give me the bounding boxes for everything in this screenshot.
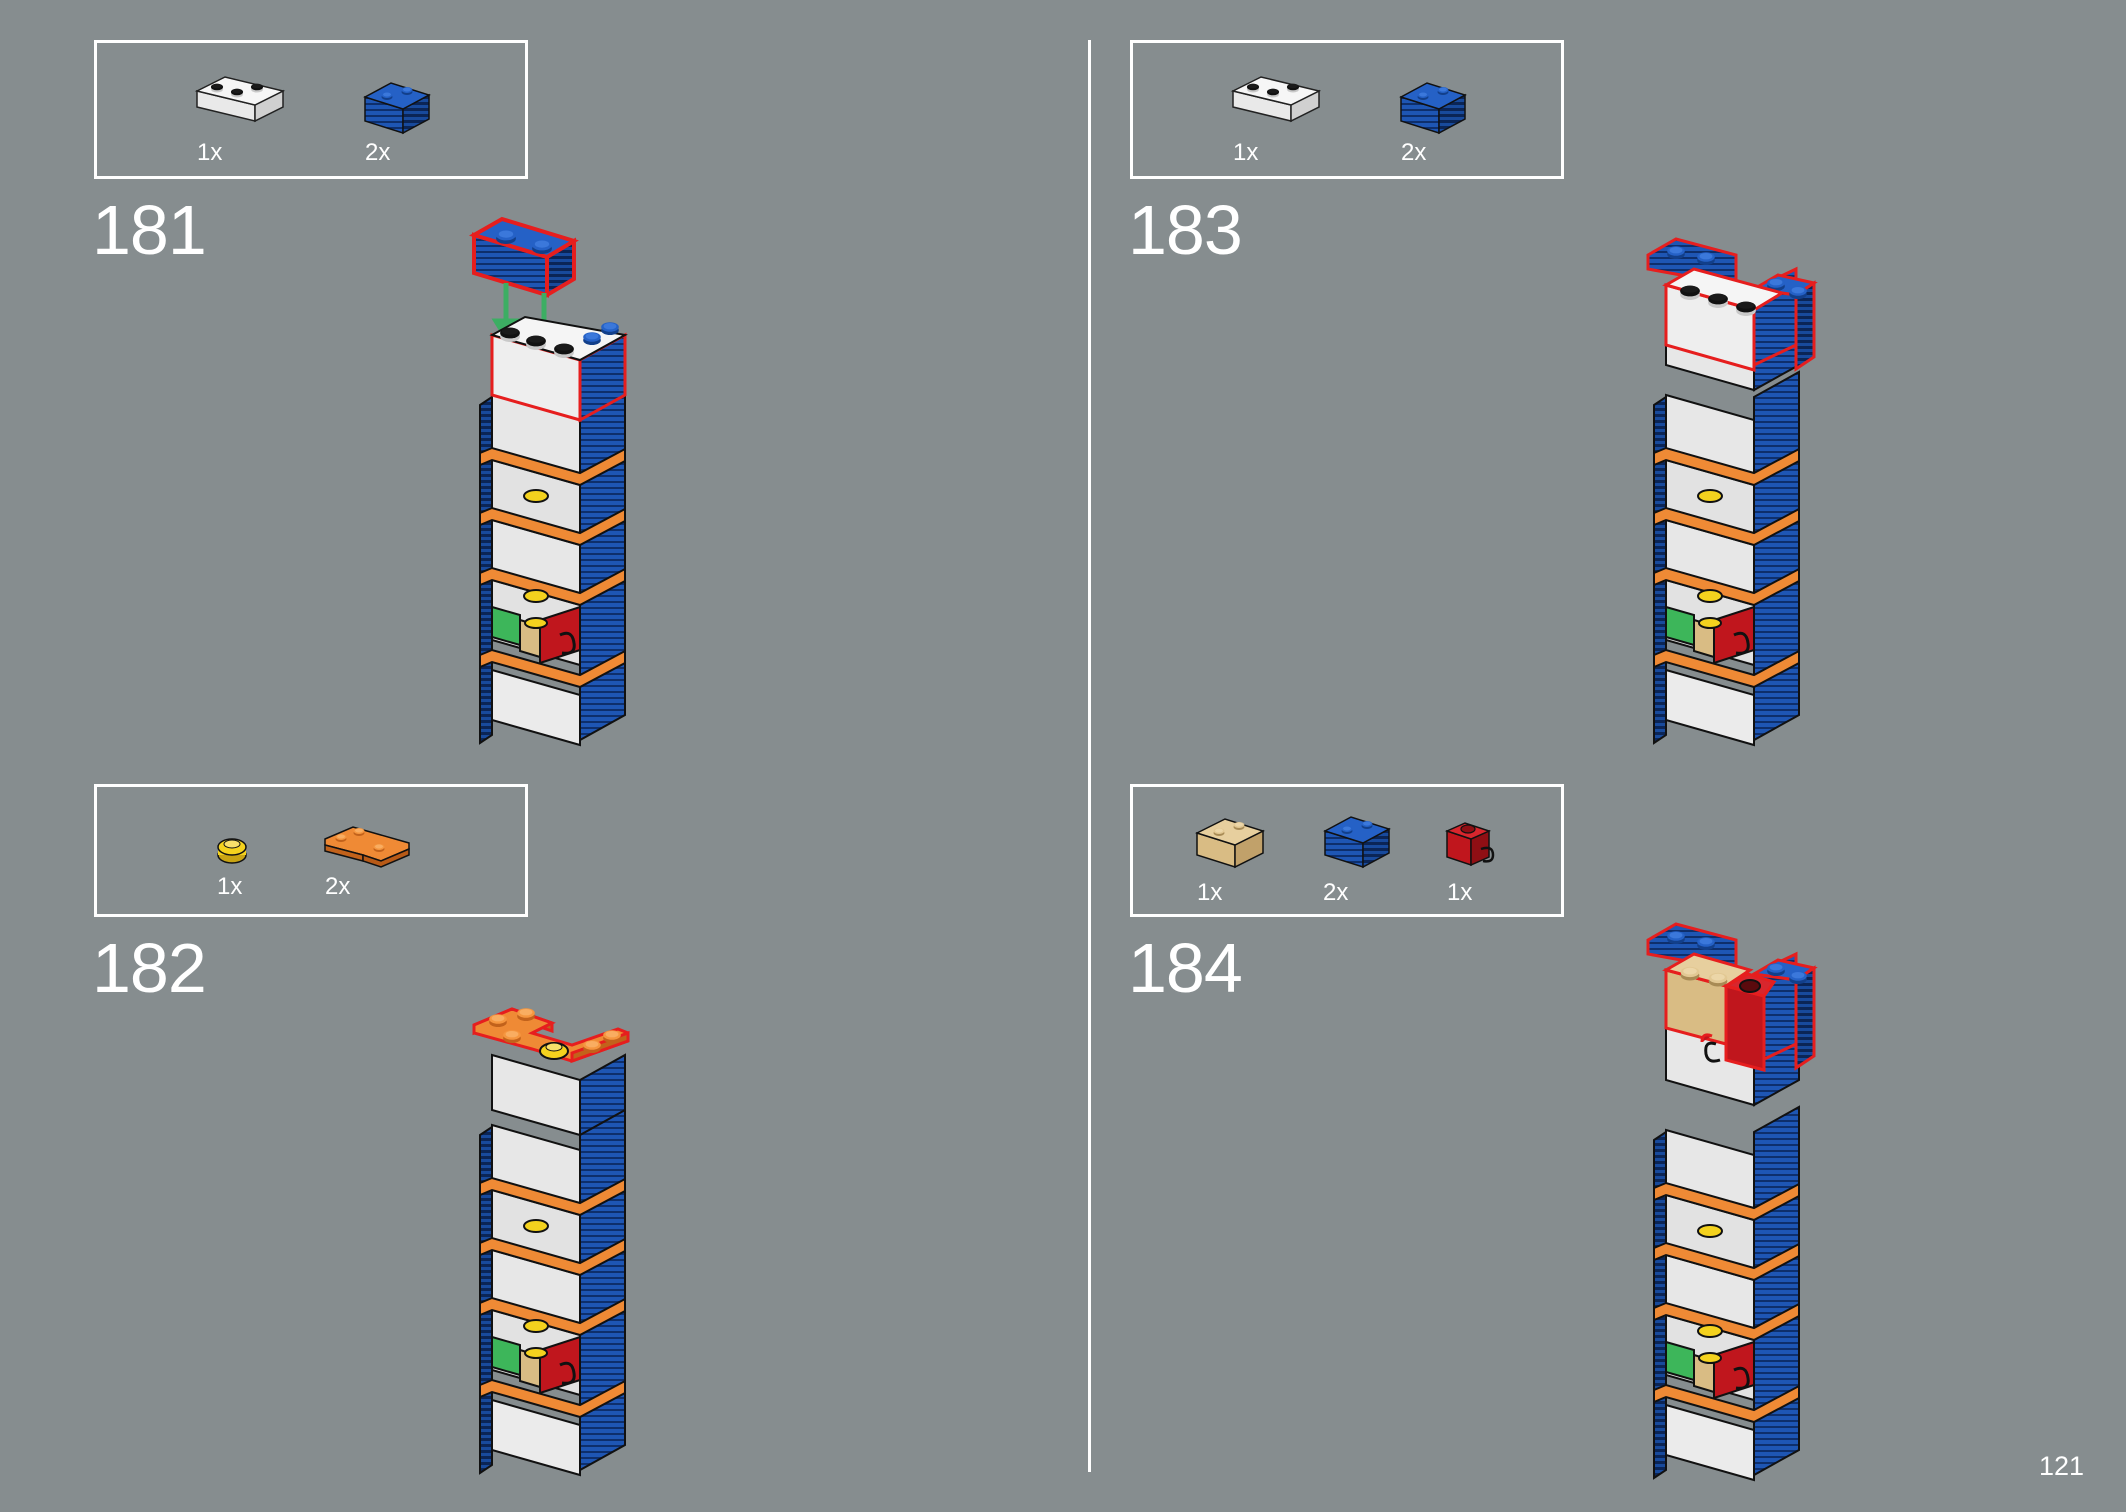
step-number: 182	[92, 929, 207, 1007]
step-number: 184	[1128, 929, 1243, 1007]
parts-callout-step-183: 1x 2x	[1130, 40, 1564, 179]
part-qty: 1x	[1233, 139, 1259, 166]
part-qty: 2x	[1401, 139, 1427, 166]
parts-callout-step-182: 1x 2x	[94, 784, 528, 917]
part-qty: 1x	[1447, 879, 1473, 906]
tan-1x2-brick-icon	[1195, 809, 1267, 869]
part-qty: 1x	[197, 139, 223, 166]
yellow-round-plate-icon	[215, 835, 249, 865]
step-number: 183	[1128, 191, 1243, 269]
white-1x3-brick-icon	[1230, 63, 1322, 123]
model-step-184	[1636, 910, 1866, 1482]
orange-corner-plate-icon	[323, 817, 413, 869]
part-qty: 1x	[1197, 879, 1223, 906]
step-number: 181	[92, 191, 207, 269]
page-divider	[1088, 40, 1091, 1472]
part-qty: 2x	[325, 873, 351, 900]
parts-callout-step-184: 1x 2x 1x	[1130, 784, 1564, 917]
white-1x3-brick-icon	[194, 63, 286, 123]
blue-grille-brick-icon	[1323, 809, 1393, 869]
model-step-182	[462, 995, 692, 1485]
part-qty: 2x	[1323, 879, 1349, 906]
red-clip-brick-icon	[1444, 815, 1499, 871]
part-qty: 1x	[217, 873, 243, 900]
part-qty: 2x	[365, 139, 391, 166]
page-number: 121	[2038, 1451, 2084, 1481]
blue-grille-brick-icon	[363, 75, 433, 135]
model-step-183	[1636, 225, 1866, 747]
parts-callout-step-181: 1x 2x	[94, 40, 528, 179]
model-step-181	[462, 195, 692, 747]
blue-grille-brick-icon	[1399, 75, 1469, 135]
